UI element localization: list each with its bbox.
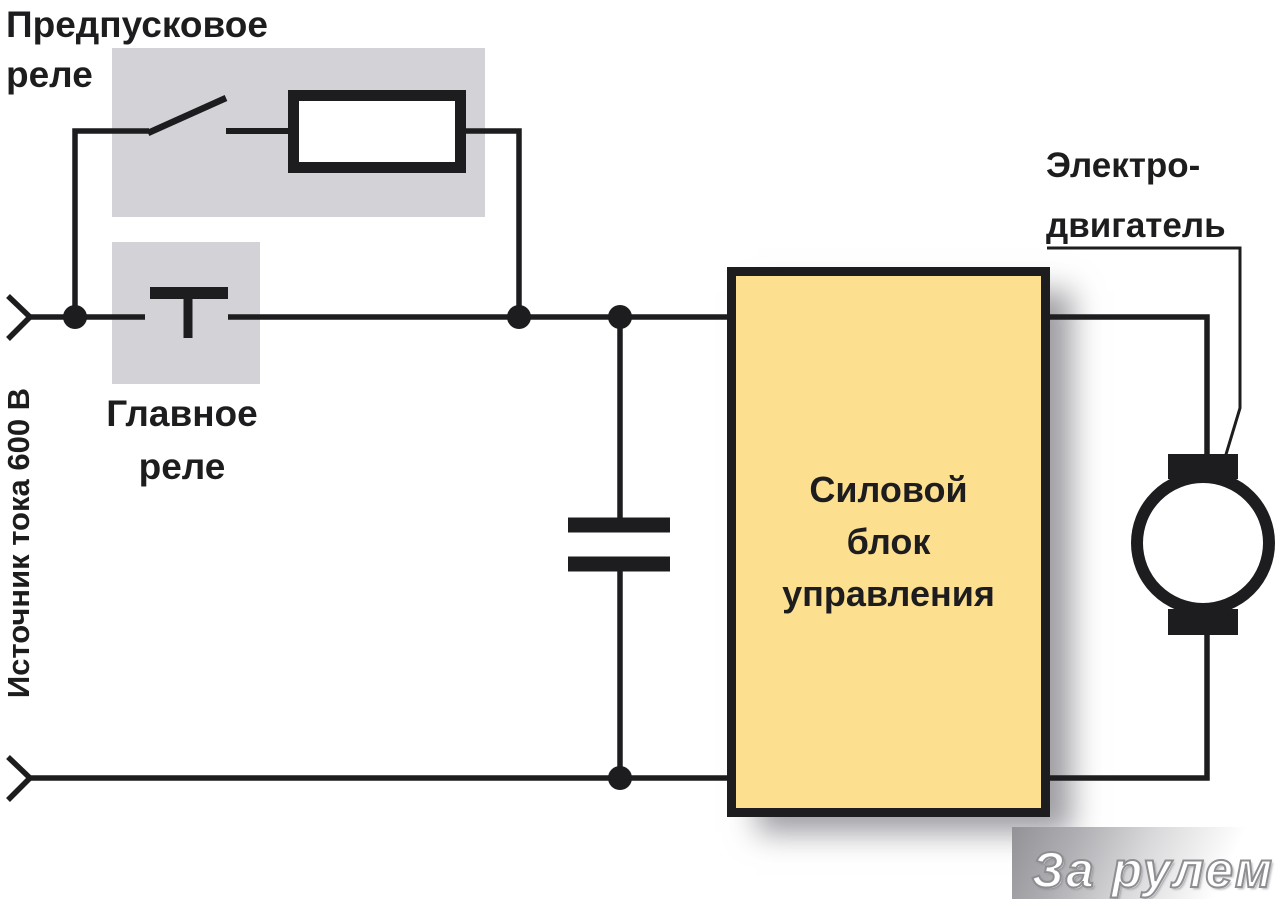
- main-relay-label: Главное реле: [106, 393, 258, 487]
- dc-motor-icon: [1131, 454, 1275, 635]
- prestart-relay-label: Предпусковое реле: [6, 4, 268, 95]
- zarulem-watermark: За рулем: [1031, 842, 1274, 898]
- source-terminal-bottom-icon: [6, 755, 34, 802]
- main-relay-box: [112, 242, 260, 384]
- power-unit-label: Силовой блок управления: [782, 468, 995, 615]
- motor-leader-line: [1047, 246, 1242, 525]
- power-control-unit-box: Силовой блок управления: [727, 267, 1050, 817]
- power-source-label: Источник тока 600 В: [1, 387, 36, 699]
- motor-top-wire: [1048, 314, 1210, 456]
- junction-dot: [507, 305, 531, 329]
- junction-dot: [608, 305, 632, 329]
- motor-bottom-wire: [1048, 633, 1210, 781]
- junction-dot: [63, 305, 87, 329]
- source-terminal-top-icon: [6, 294, 34, 341]
- motor-label: Электро- двигатель: [1046, 146, 1226, 246]
- capacitor-icon: [568, 517, 670, 572]
- junction-dot: [608, 766, 632, 790]
- watermark-area: За рулем: [1012, 827, 1280, 899]
